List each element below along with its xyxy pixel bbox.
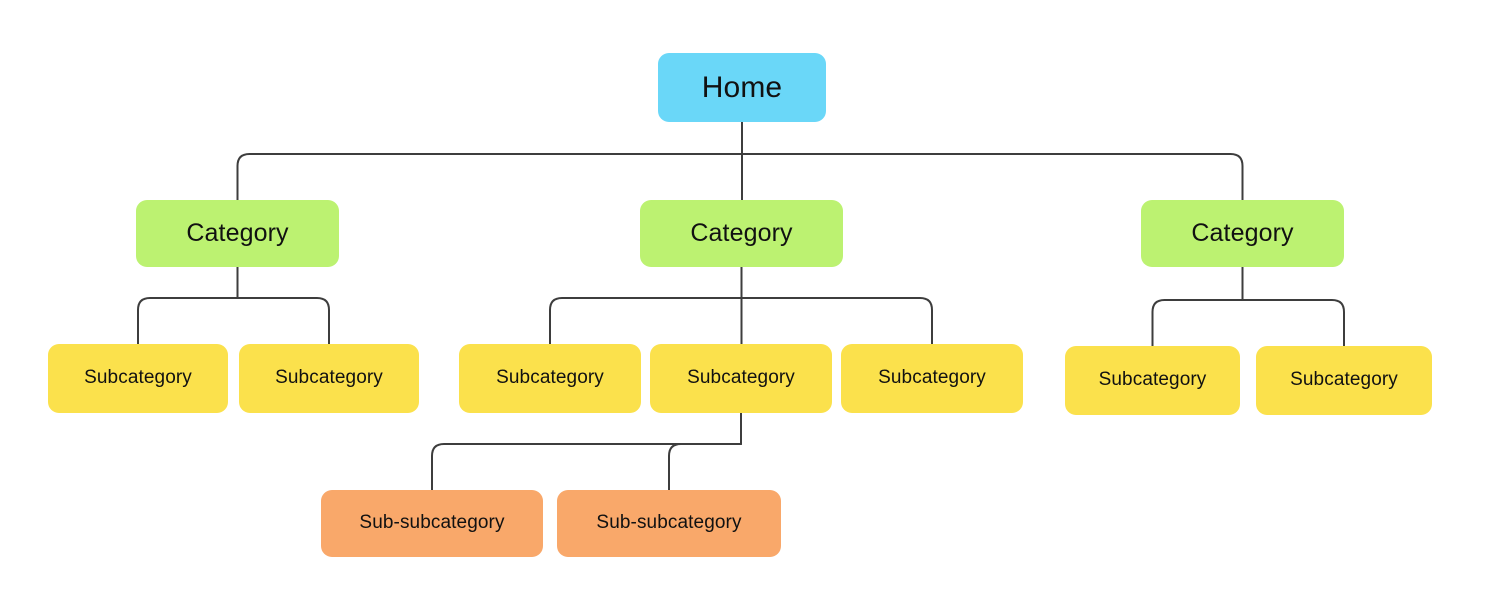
node-sub7[interactable]: Subcategory <box>1256 346 1432 415</box>
connector-path <box>431 443 742 491</box>
node-label: Sub-subcategory <box>359 512 505 534</box>
connector-path <box>1241 299 1345 347</box>
node-sub6[interactable]: Subcategory <box>1065 346 1240 415</box>
node-cat1[interactable]: Category <box>136 200 339 267</box>
node-cat2[interactable]: Category <box>640 200 843 267</box>
node-label: Sub-subcategory <box>596 512 742 534</box>
connector-path <box>741 153 1244 201</box>
node-label: Category <box>690 218 793 247</box>
node-label: Subcategory <box>1290 369 1398 391</box>
node-sub5[interactable]: Subcategory <box>841 344 1023 413</box>
node-sub4[interactable]: Subcategory <box>650 344 832 413</box>
node-ssub2[interactable]: Sub-subcategory <box>557 490 781 557</box>
node-sub1[interactable]: Subcategory <box>48 344 228 413</box>
node-label: Subcategory <box>687 367 795 389</box>
node-label: Category <box>1191 218 1294 247</box>
node-label: Subcategory <box>878 367 986 389</box>
node-sub2[interactable]: Subcategory <box>239 344 419 413</box>
node-cat3[interactable]: Category <box>1141 200 1344 267</box>
node-ssub1[interactable]: Sub-subcategory <box>321 490 543 557</box>
node-label: Subcategory <box>1098 369 1207 391</box>
connector-path <box>668 443 742 491</box>
connector-path <box>549 297 743 345</box>
connector-path <box>740 297 933 345</box>
connector-path <box>137 297 239 345</box>
connector-path <box>1151 299 1244 347</box>
node-label: Subcategory <box>496 367 604 389</box>
connector-path <box>236 297 330 345</box>
node-label: Home <box>701 71 783 104</box>
node-label: Subcategory <box>275 367 383 389</box>
node-home[interactable]: Home <box>658 53 826 122</box>
connector-path <box>236 153 743 201</box>
node-label: Category <box>186 218 289 247</box>
node-sub3[interactable]: Subcategory <box>459 344 641 413</box>
node-label: Subcategory <box>84 367 192 389</box>
